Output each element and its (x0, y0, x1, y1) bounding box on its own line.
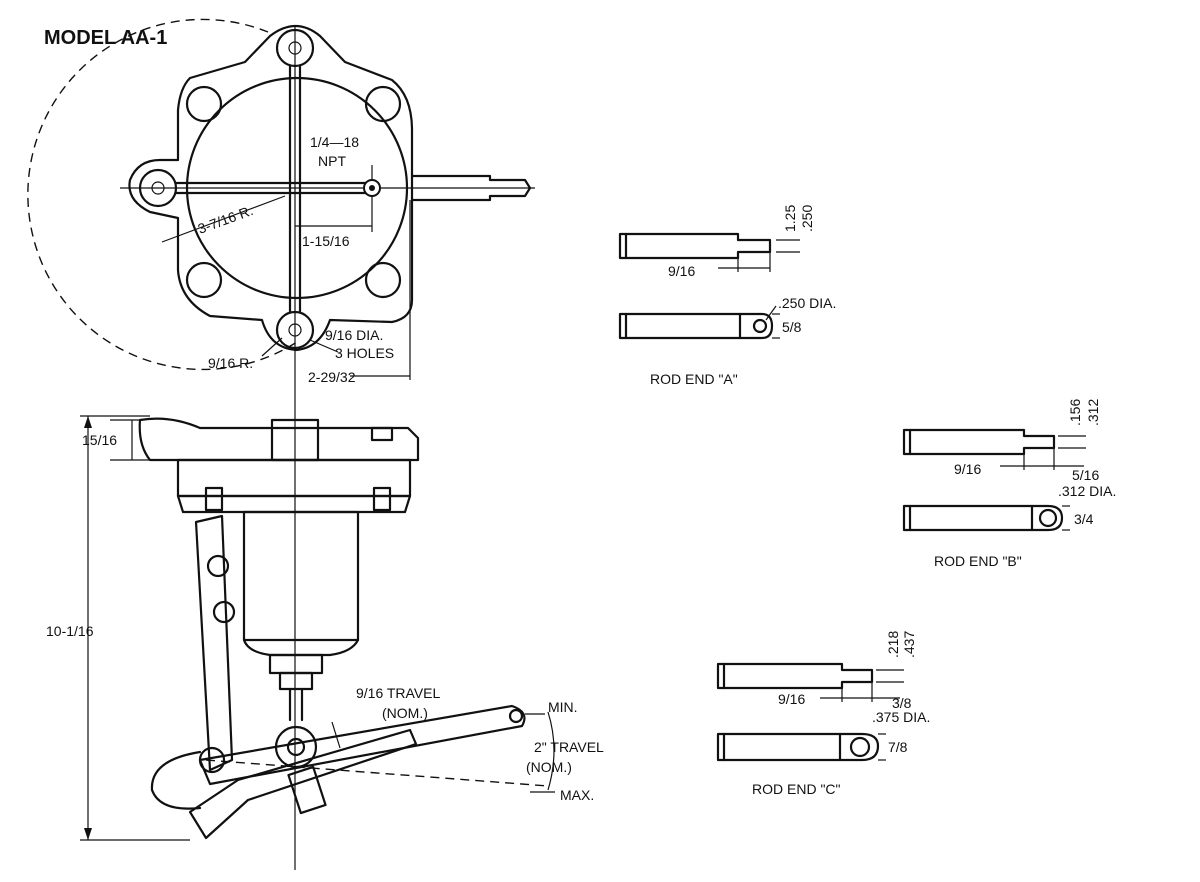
spring-pivot (198, 746, 226, 774)
rod-body (618, 232, 772, 260)
overall-height-label: 10-1/16 (46, 623, 94, 639)
leader-line (765, 305, 777, 321)
arrowhead (84, 416, 92, 428)
rod-a-length-dim: 9/16 (668, 263, 695, 279)
hole-dia-label: 9/16 DIA. (325, 327, 383, 343)
rod-b-caption: ROD END "B" (934, 553, 1022, 569)
rod-body (716, 662, 874, 690)
rod-a-caption: ROD END "A" (650, 371, 738, 387)
rod-b-tip-dim-b: .312 (1085, 399, 1101, 426)
side-view: 15/16 10-1/16 9/16 TRAVEL (NOM.) 2" TRAV… (46, 415, 604, 841)
travel-small-label: 9/16 TRAVEL (356, 685, 441, 701)
rod-c-tip-dim-a: .218 (885, 631, 901, 658)
rod-a-tip-dim-b: .250 (799, 205, 815, 232)
rod-b-hole-dim: .312 DIA. (1058, 483, 1116, 499)
base-bolt (204, 486, 224, 512)
outer-radius-arc (27, 18, 301, 371)
clamp-block (287, 765, 327, 815)
bolt-circle (185, 85, 223, 123)
bolt-circle (364, 261, 402, 299)
offset-label: 1-15/16 (302, 233, 350, 249)
min-label: MIN. (548, 699, 578, 715)
rod-b-width-dim: 3/4 (1074, 511, 1094, 527)
rod-c-length-dim-2: 3/8 (892, 695, 912, 711)
bracket-hole (212, 600, 236, 624)
rod-top-body (716, 732, 880, 762)
rod-b-length-dim: 9/16 (954, 461, 981, 477)
lower-lever (188, 728, 418, 840)
rod-hole (752, 318, 768, 334)
rod-end-c: .218 .437 9/16 3/8 .375 DIA. 7/8 ROD END… (716, 631, 930, 797)
leader-line (261, 337, 283, 357)
housing-body (176, 458, 412, 498)
rod-top-body (902, 504, 1064, 532)
arrowhead (84, 828, 92, 840)
shaft (410, 174, 532, 202)
travel-arc (547, 711, 555, 791)
rod-a-hole-dim: .250 DIA. (778, 295, 836, 311)
rod-body (902, 428, 1056, 456)
radius-leader (161, 195, 286, 243)
model-title: MODEL AA-1 (44, 27, 167, 49)
rod-c-tip-dim-b: .437 (901, 631, 917, 658)
flange-height-label: 15/16 (82, 432, 117, 448)
rod-end-b: .156 .312 9/16 5/16 .312 DIA. 3/4 ROD EN… (902, 399, 1116, 569)
bracket-hole (206, 554, 230, 578)
top-view: 1/4—18 NPT 3-7/16 R. 1-15/16 9/16 DIA. 3… (27, 18, 535, 870)
travel-small-nom-label: (NOM.) (382, 705, 428, 721)
bracket-arm (194, 514, 234, 772)
rod-a-tip-dim-a: 1.25 (782, 205, 798, 232)
bolt-circle (364, 85, 402, 123)
rod-c-hole-dim: .375 DIA. (872, 709, 930, 725)
small-travel-leader (331, 721, 341, 749)
rod-c-caption: ROD END "C" (752, 781, 841, 797)
rod-c-width-dim: 7/8 (888, 739, 908, 755)
rod-top-body (618, 312, 774, 340)
npt-port-center (369, 185, 375, 191)
lever-pivot-inner (286, 737, 306, 757)
spring-loop (150, 750, 202, 810)
travel-large-nom-label: (NOM.) (526, 759, 572, 775)
hole-count-label: 3 HOLES (335, 345, 394, 361)
lever-arm-min (198, 704, 526, 786)
port-label: 1/4—18 (310, 134, 359, 150)
housing-base (176, 494, 412, 514)
rod-c-length-dim: 9/16 (778, 691, 805, 707)
max-label: MAX. (560, 787, 594, 803)
outer-radius-label: 3-7/16 R. (196, 202, 256, 237)
flange-bolt (370, 426, 394, 442)
rod-b-tip-dim-a: .156 (1067, 399, 1083, 426)
lever-arm-max (205, 759, 549, 787)
center-dist-label: 2-29/32 (308, 369, 356, 385)
lever-pivot (274, 725, 318, 769)
rod-b-length-dim-2: 5/16 (1072, 467, 1099, 483)
port-type-label: NPT (318, 153, 346, 169)
lever-tip-hole (508, 708, 524, 724)
canister (242, 510, 360, 657)
rod-end-a: 1.25 .250 9/16 .250 DIA. 5/8 ROD END "A" (618, 205, 836, 387)
base-bolt (372, 486, 392, 512)
leader-line (309, 339, 339, 353)
rod-hole (849, 736, 871, 758)
rod-a-width-dim: 5/8 (782, 319, 802, 335)
travel-large-label: 2" TRAVEL (534, 739, 604, 755)
bolt-circle (185, 261, 223, 299)
stem-nut (268, 653, 324, 675)
rod-hole (1038, 508, 1058, 528)
stem-nut (278, 671, 314, 691)
flange (138, 417, 420, 462)
hole-radius-label: 9/16 R. (208, 355, 253, 371)
